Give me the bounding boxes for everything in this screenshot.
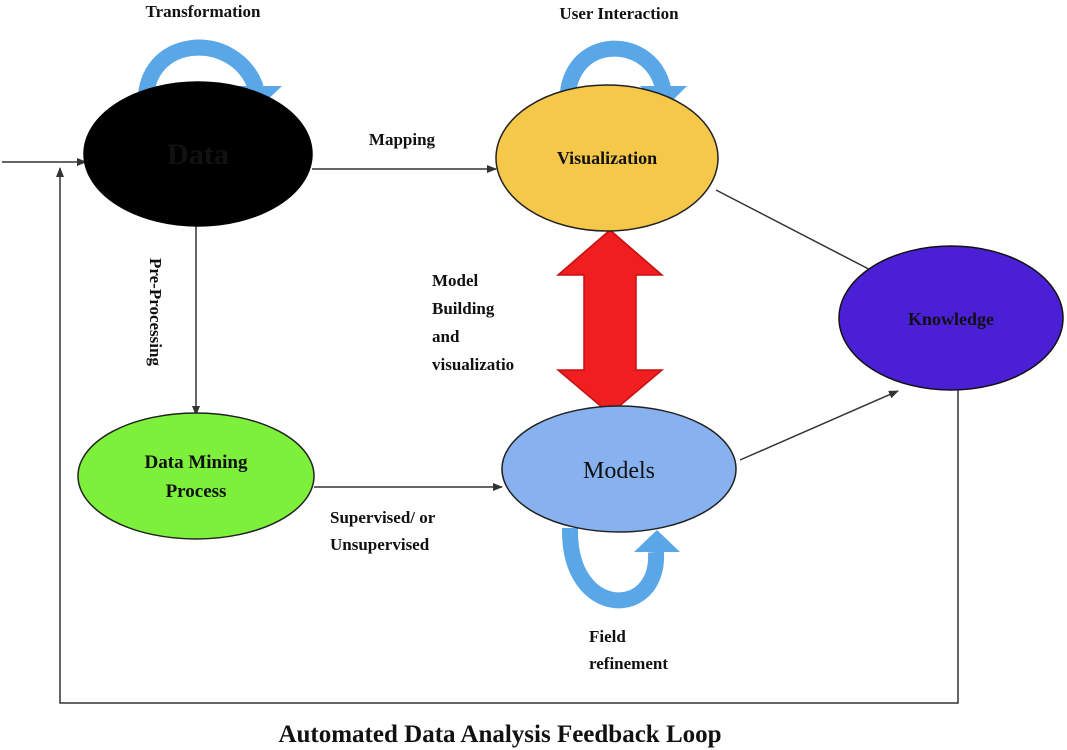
node-visualization-shape <box>495 84 719 232</box>
supervised-label-line1: Supervised/ or <box>330 508 436 527</box>
node-models-shape <box>501 405 737 533</box>
node-data-shape <box>83 81 313 227</box>
node-knowledge-shape <box>838 245 1064 391</box>
model-building-double-arrow-icon <box>555 229 665 415</box>
model-building-label-line1: Model <box>432 271 479 290</box>
field-refinement-label-line1: Field <box>589 627 626 646</box>
visualization-to-knowledge-arrow <box>715 189 887 279</box>
mapping-label: Mapping <box>369 130 436 149</box>
node-visualization-label: Visualization <box>557 148 657 168</box>
node-models-label: Models <box>583 458 655 484</box>
feedback-loop-line <box>56 167 959 704</box>
model-building-label-line3: and <box>432 327 460 346</box>
node-models: Models <box>501 405 737 533</box>
model-building-label-line4: visualizatio <box>432 355 514 374</box>
footer-title: Automated Data Analysis Feedback Loop <box>278 721 721 748</box>
node-data-mining-label-line1: Data Mining <box>145 452 248 473</box>
node-data: Data <box>83 81 313 227</box>
node-knowledge: Knowledge <box>838 245 1064 391</box>
node-knowledge-label: Knowledge <box>908 309 994 329</box>
model-building-label-line2: Building <box>432 299 495 318</box>
node-data-mining-process: Data Mining Process <box>77 412 315 540</box>
field-refinement-label-line2: refinement <box>589 654 668 673</box>
field-refinement-loop-icon <box>561 527 680 609</box>
node-data-label: Data <box>167 138 229 171</box>
supervised-label-line2: Unsupervised <box>330 535 430 554</box>
transformation-label: Transformation <box>146 2 261 21</box>
pre-processing-label: Pre-Processing <box>146 258 165 366</box>
node-visualization: Visualization <box>495 84 719 232</box>
models-to-knowledge-arrow <box>739 390 899 461</box>
connectors <box>2 158 959 704</box>
user-interaction-label: User Interaction <box>559 4 679 23</box>
node-data-mining-shape <box>77 412 315 540</box>
node-data-mining-label-line2: Process <box>166 481 227 502</box>
